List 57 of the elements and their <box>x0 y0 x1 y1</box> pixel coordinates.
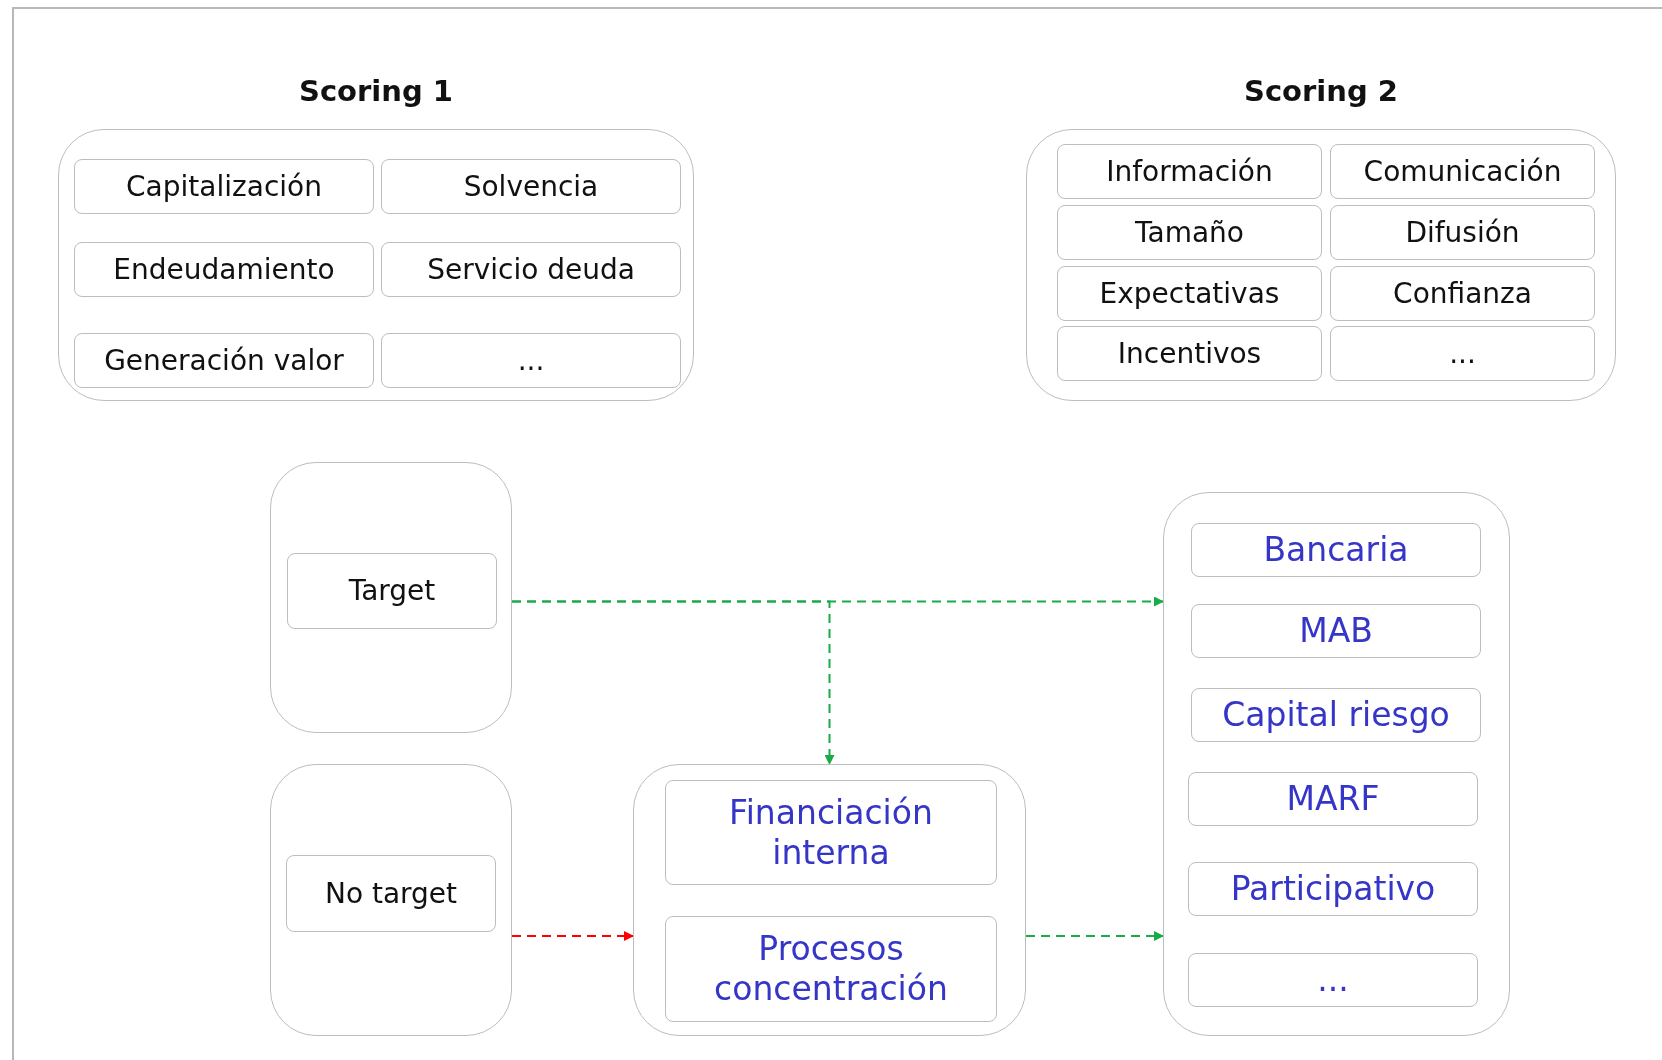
item-box <box>1057 205 1322 260</box>
item-box <box>1057 144 1322 199</box>
rounded-panel <box>633 764 1026 1036</box>
dashed-arrow <box>1025 931 1164 941</box>
item-label: Capitalización <box>126 169 322 204</box>
item-label: Bancaria <box>1263 530 1409 570</box>
item-box <box>286 855 496 932</box>
item-label: Procesos concentración <box>713 929 949 1009</box>
item-label: MARF <box>1286 779 1380 819</box>
item-label: Información <box>1106 154 1273 189</box>
item-label: Servicio deuda <box>427 252 635 287</box>
item-box <box>74 333 374 388</box>
item-label: Generación valor <box>104 343 344 378</box>
item-box <box>1057 266 1322 321</box>
item-box <box>1057 326 1322 381</box>
item-box <box>381 242 681 297</box>
item-label: ... <box>1317 960 1349 1000</box>
item-box <box>665 780 997 885</box>
rounded-panel <box>270 462 512 733</box>
item-box <box>381 333 681 388</box>
item-box <box>1330 266 1595 321</box>
item-label: Financiación interna <box>728 792 934 873</box>
rounded-panel <box>270 764 512 1036</box>
item-box <box>665 916 997 1022</box>
item-box <box>1188 772 1478 826</box>
item-box <box>1191 688 1481 742</box>
item-label: ... <box>1449 336 1476 371</box>
group-title: Scoring 1 <box>298 74 454 108</box>
item-label: Tamaño <box>1135 215 1244 250</box>
item-box <box>381 159 681 214</box>
item-label: Confianza <box>1393 276 1532 311</box>
rounded-panel <box>1163 492 1510 1036</box>
item-label: Participativo <box>1230 869 1436 909</box>
item-label: Capital riesgo <box>1222 695 1450 735</box>
item-label: Solvencia <box>463 169 599 204</box>
item-box <box>74 159 374 214</box>
item-label: ... <box>517 343 545 378</box>
item-label: MAB <box>1299 611 1373 651</box>
item-label: Target <box>348 574 436 608</box>
item-box <box>1330 144 1595 199</box>
item-box <box>287 553 497 629</box>
item-box <box>74 242 374 297</box>
item-box <box>1330 205 1595 260</box>
item-label: Endeudamiento <box>113 252 335 287</box>
item-box <box>1330 326 1595 381</box>
dashed-arrow <box>511 931 634 941</box>
item-label: Expectativas <box>1099 276 1280 311</box>
item-box <box>1191 523 1481 577</box>
item-box <box>1188 862 1478 916</box>
item-label: Difusión <box>1405 215 1520 250</box>
item-label: Incentivos <box>1117 336 1262 371</box>
dashed-arrow <box>511 600 835 765</box>
item-box <box>1191 604 1481 658</box>
item-label: No target <box>324 876 458 911</box>
item-label: Comunicación <box>1363 154 1562 189</box>
group-title: Scoring 2 <box>1243 74 1399 108</box>
item-box <box>1188 953 1478 1007</box>
